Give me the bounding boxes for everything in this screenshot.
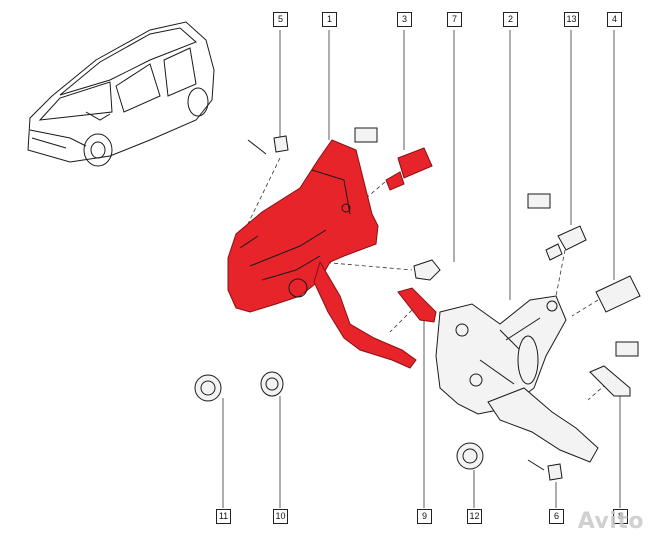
switch-part-3 <box>354 127 433 191</box>
car-illustration <box>27 21 215 167</box>
switch-part-13 <box>527 193 587 261</box>
callout-8: 8 <box>613 509 628 524</box>
callout-7: 7 <box>447 12 462 27</box>
callout-3: 3 <box>397 12 412 27</box>
callout-12: 12 <box>467 509 482 524</box>
switch-part-4 <box>595 275 641 357</box>
leader-lines <box>222 30 621 508</box>
callout-1: 1 <box>322 12 337 27</box>
callout-4: 4 <box>607 12 622 27</box>
callout-13: 13 <box>564 12 579 27</box>
pedal-pad-part-8 <box>589 365 631 397</box>
clip-part-7 <box>413 259 441 281</box>
callout-6: 6 <box>549 509 564 524</box>
pedal-box-assembly <box>227 139 417 369</box>
callout-9: 9 <box>417 509 432 524</box>
callout-5: 5 <box>273 12 288 27</box>
callout-2: 2 <box>503 12 518 27</box>
watermark-text: Avito <box>577 509 644 534</box>
bushings-and-nuts <box>194 135 563 481</box>
callout-11: 11 <box>216 509 231 524</box>
pedal-pad-part-9 <box>397 287 437 323</box>
callout-10: 10 <box>273 509 288 524</box>
clutch-pedal-assembly <box>435 295 599 463</box>
